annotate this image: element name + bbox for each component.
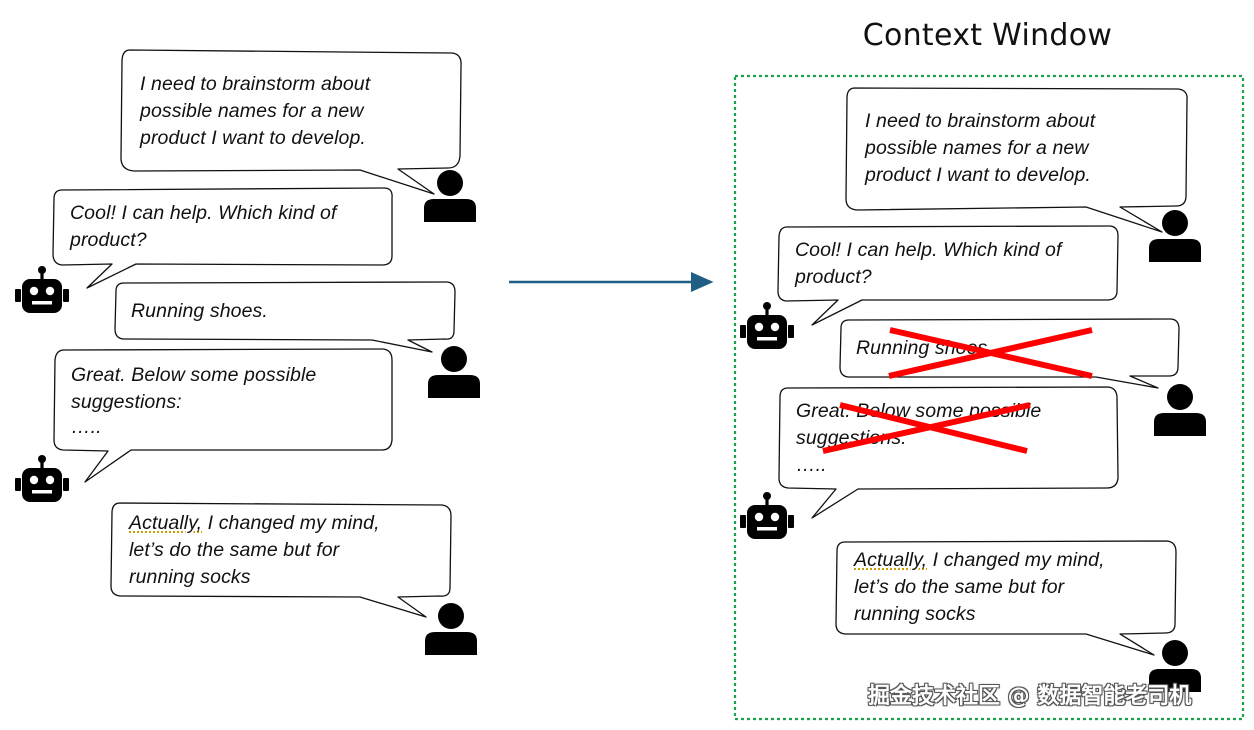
ctx-user-bubble-3: [835, 540, 1177, 656]
user-icon: [1154, 384, 1206, 436]
user-bubble-1: [120, 49, 462, 195]
bot-bubble-1: [52, 187, 393, 289]
context-window-title: Context Window: [862, 18, 1113, 53]
robot-icon: [740, 302, 794, 349]
robot-icon: [15, 455, 69, 502]
watermark: 掘金技术社区 @ 数据智能老司机: [868, 684, 1192, 709]
user-icon: [428, 346, 480, 398]
ctx-bot-bubble-1: [777, 225, 1119, 326]
user-bubble-3: [110, 502, 452, 618]
context-window-frame: [733, 74, 1245, 721]
bot-bubble-2: [53, 348, 393, 483]
user-icon: [425, 603, 477, 655]
robot-icon: [740, 492, 794, 539]
robot-icon: [15, 266, 69, 313]
ctx-user-bubble-1: [845, 87, 1188, 233]
user-icon: [424, 170, 476, 222]
user-icon: [1149, 210, 1201, 262]
user-bubble-2: [114, 281, 456, 353]
